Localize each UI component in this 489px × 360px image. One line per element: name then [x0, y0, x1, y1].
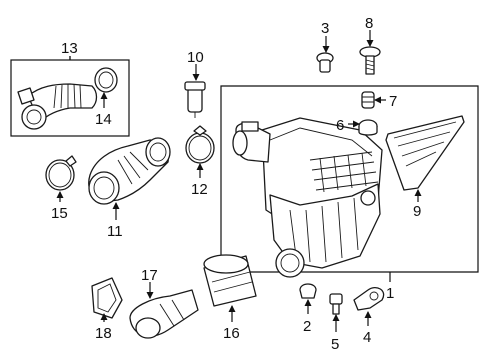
intake-duct-13-part [17, 83, 98, 130]
seal-18-part [91, 277, 123, 319]
leader-lines [56, 30, 422, 332]
callout-2: 2 [303, 318, 311, 335]
callout-12: 12 [191, 181, 208, 198]
callout-11: 11 [107, 223, 123, 240]
pin-3-part [316, 52, 334, 73]
callout-9: 9 [413, 203, 421, 220]
sensor-10-part [184, 81, 206, 118]
callout-5: 5 [331, 336, 339, 353]
air-cleaner-housing-part [232, 117, 383, 278]
callout-13: 13 [61, 40, 78, 57]
hose-clamp-15-part [45, 155, 77, 191]
bolt-5-part [329, 293, 343, 315]
bolt-8-part [359, 46, 381, 75]
clamp-ring-14-part [94, 67, 118, 93]
callout-10: 10 [187, 49, 204, 66]
bracket-4-part [353, 286, 385, 311]
group-box-1 [220, 85, 479, 282]
callout-17: 17 [141, 267, 158, 284]
hose-clamp-12-part [185, 125, 215, 164]
callout-14: 14 [95, 111, 112, 128]
callout-1: 1 [386, 285, 394, 302]
callout-7: 7 [389, 93, 397, 110]
duct-17-part [129, 289, 199, 339]
callout-16: 16 [223, 325, 240, 342]
clip-2-part [299, 283, 317, 299]
callout-15: 15 [51, 205, 68, 222]
intake-hose-11-part [88, 137, 171, 205]
callout-3: 3 [321, 20, 329, 37]
callout-6: 6 [336, 117, 344, 134]
grommet-7-part [361, 91, 375, 109]
grommet-6-part [358, 119, 378, 136]
resonator-16-part [203, 254, 257, 307]
callout-8: 8 [365, 15, 373, 32]
callout-18: 18 [95, 325, 112, 342]
air-filter-9-part [385, 115, 465, 191]
callout-4: 4 [363, 329, 371, 346]
callout-labels: 1 2 3 4 5 6 7 8 9 10 11 12 13 14 15 16 1… [51, 15, 421, 353]
